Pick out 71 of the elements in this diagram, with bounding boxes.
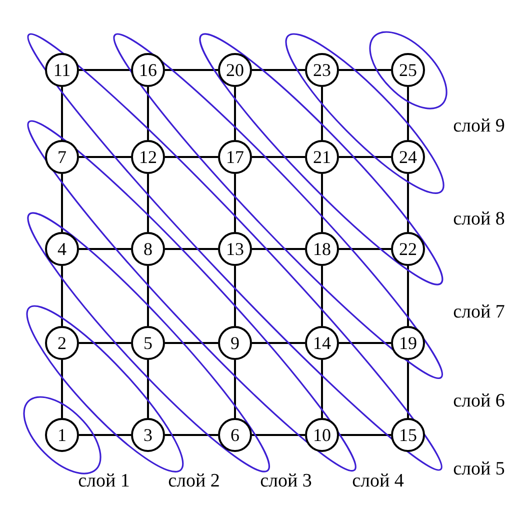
layer-label: слой 9 bbox=[453, 116, 505, 138]
node-circle: 17 bbox=[218, 140, 252, 174]
node-circle: 2 bbox=[44, 326, 79, 360]
grid-line bbox=[339, 342, 391, 344]
grid-line bbox=[407, 174, 409, 232]
grid-line bbox=[234, 360, 236, 418]
grid-line bbox=[61, 360, 63, 418]
grid-line bbox=[61, 87, 63, 140]
layer-label: слой 4 bbox=[352, 472, 404, 492]
node-circle: 20 bbox=[218, 52, 252, 87]
node-circle: 7 bbox=[44, 140, 79, 174]
layer-label: слой 6 bbox=[453, 392, 505, 412]
grid-line bbox=[252, 248, 305, 250]
grid-line bbox=[165, 69, 218, 71]
grid-line bbox=[321, 266, 323, 326]
grid-line bbox=[165, 342, 218, 344]
layer-label: слой 3 bbox=[260, 472, 312, 492]
grid-line bbox=[79, 434, 131, 436]
grid-line bbox=[407, 266, 409, 326]
node-circle: 21 bbox=[304, 140, 339, 174]
node-circle: 8 bbox=[130, 232, 165, 266]
node-circle: 10 bbox=[304, 418, 339, 452]
node-circle: 12 bbox=[130, 140, 165, 174]
node-circle: 13 bbox=[218, 232, 252, 266]
node-circle: 1 bbox=[44, 418, 79, 452]
node-circle: 22 bbox=[390, 232, 425, 266]
grid-line bbox=[252, 434, 305, 436]
grid-line bbox=[339, 69, 391, 71]
grid-line bbox=[234, 266, 236, 326]
node-circle: 14 bbox=[304, 326, 339, 360]
grid-line bbox=[61, 266, 63, 326]
grid-line bbox=[407, 87, 409, 140]
node-circle: 18 bbox=[304, 232, 339, 266]
grid-line bbox=[147, 87, 149, 140]
node-circle: 24 bbox=[390, 140, 425, 174]
grid-line bbox=[79, 248, 131, 250]
layer-label: слой 5 bbox=[453, 460, 505, 480]
grid-line bbox=[321, 360, 323, 418]
grid-line bbox=[321, 174, 323, 232]
grid-line bbox=[339, 156, 391, 158]
layer-label: слой 1 bbox=[78, 472, 130, 492]
grid-line bbox=[252, 69, 305, 71]
grid-line bbox=[407, 360, 409, 418]
node-circle: 23 bbox=[304, 52, 339, 87]
grid-line bbox=[252, 342, 305, 344]
grid-line bbox=[165, 156, 218, 158]
node-circle: 15 bbox=[390, 418, 425, 452]
node-circle: 16 bbox=[130, 52, 165, 87]
node-circle: 6 bbox=[218, 418, 252, 452]
grid-line bbox=[339, 248, 391, 250]
node-circle: 9 bbox=[218, 326, 252, 360]
node-circle: 19 bbox=[390, 326, 425, 360]
grid-line bbox=[79, 342, 131, 344]
grid-line bbox=[234, 87, 236, 140]
node-circle: 11 bbox=[44, 52, 79, 87]
grid-line bbox=[339, 434, 391, 436]
grid-line bbox=[165, 434, 218, 436]
grid-line bbox=[79, 156, 131, 158]
node-circle: 5 bbox=[130, 326, 165, 360]
grid-line bbox=[147, 360, 149, 418]
grid-line bbox=[147, 174, 149, 232]
grid-line bbox=[61, 174, 63, 232]
node-circle: 25 bbox=[390, 52, 425, 87]
layer-label: слой 7 bbox=[453, 302, 505, 324]
layer-label: слой 2 bbox=[168, 472, 220, 492]
layer-label: слой 8 bbox=[453, 210, 505, 230]
grid-line bbox=[147, 266, 149, 326]
node-circle: 4 bbox=[44, 232, 79, 266]
grid-line bbox=[79, 69, 131, 71]
grid-line bbox=[252, 156, 305, 158]
node-circle: 3 bbox=[130, 418, 165, 452]
